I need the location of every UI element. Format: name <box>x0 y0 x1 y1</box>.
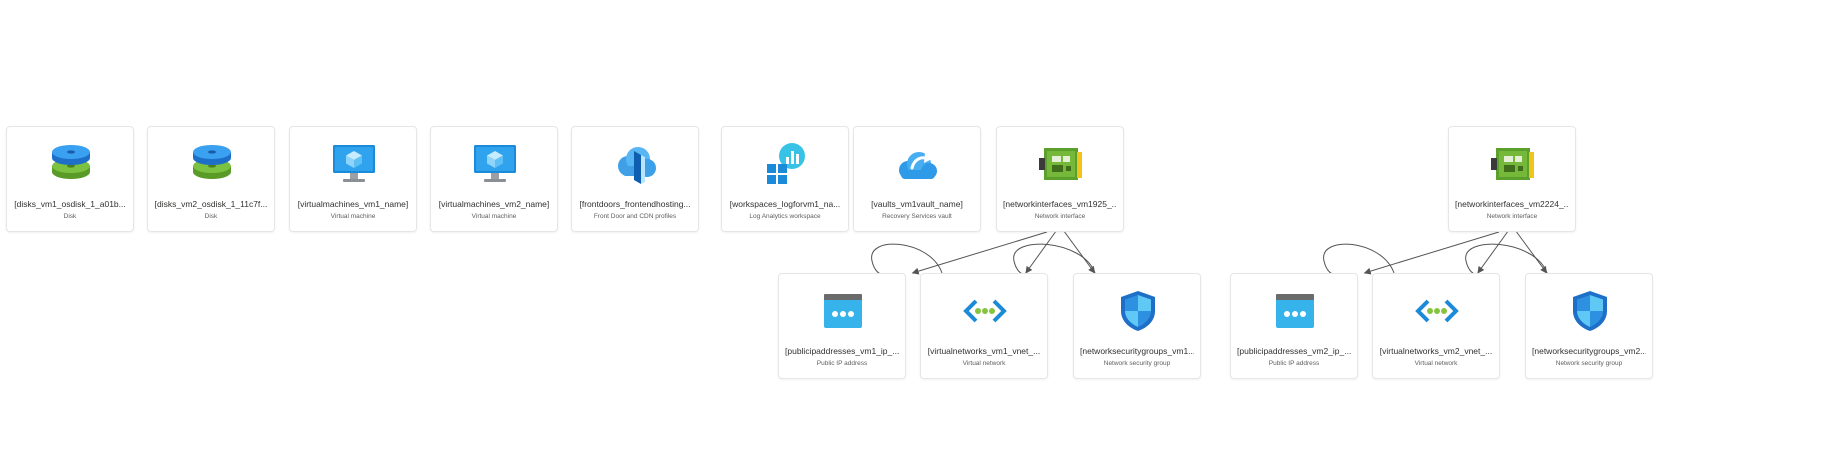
disk-icon <box>190 142 234 186</box>
dependency-arrow <box>1323 243 1395 280</box>
resource-name: [virtualmachines_vm1_name] <box>297 199 409 209</box>
public-ip-icon <box>1273 289 1317 333</box>
resource-type: Public IP address <box>816 360 868 367</box>
resource-type: Disk <box>63 213 77 220</box>
resource-node-virtual-network-vm1[interactable]: [virtualnetworks_vm1_vnet_... Virtual ne… <box>920 273 1048 379</box>
disk-icon <box>49 142 93 186</box>
resource-node-virtual-machine-vm2[interactable]: [virtualmachines_vm2_name] Virtual machi… <box>430 126 558 232</box>
dependency-arrow <box>1025 231 1056 274</box>
resource-node-network-interface-vm2[interactable]: [networkinterfaces_vm2224_... Network in… <box>1448 126 1576 232</box>
network-interface-icon <box>1491 142 1535 186</box>
resource-type: Public IP address <box>1268 360 1320 367</box>
resource-node-disk-vm1[interactable]: [disks_vm1_osdisk_1_a01b... Disk <box>6 126 134 232</box>
resource-node-recovery-vault[interactable]: [vaults_vm1vault_name] Recovery Services… <box>853 126 981 232</box>
resource-node-network-security-group-vm2[interactable]: [networksecuritygroups_vm2... Network se… <box>1525 273 1653 379</box>
network-security-group-icon <box>1568 289 1612 333</box>
public-ip-icon <box>821 289 865 333</box>
resource-type: Virtual machine <box>330 213 376 220</box>
resource-type: Log Analytics workspace <box>749 213 821 220</box>
virtual-machine-icon <box>473 142 517 186</box>
resource-type: Disk <box>204 213 218 220</box>
front-door-icon <box>614 142 658 186</box>
resource-node-disk-vm2[interactable]: [disks_vm2_osdisk_1_11c7f... Disk <box>147 126 275 232</box>
resource-name: [networkinterfaces_vm1925_... <box>1003 199 1117 209</box>
resource-type: Network security group <box>1555 360 1623 367</box>
resource-type: Network interface <box>1034 213 1086 220</box>
resource-name: [workspaces_logforvm1_na... <box>729 199 841 209</box>
resource-name: [virtualnetworks_vm1_vnet_... <box>927 346 1041 356</box>
resource-type: Recovery Services vault <box>882 213 952 220</box>
resource-node-log-analytics-workspace[interactable]: [workspaces_logforvm1_na... Log Analytic… <box>721 126 849 232</box>
dependency-arrow <box>1013 243 1096 280</box>
resource-type: Virtual network <box>962 360 1006 367</box>
dependency-arrow <box>1465 243 1548 280</box>
resource-name: [vaults_vm1vault_name] <box>871 199 963 209</box>
dependency-arrow <box>1363 231 1500 275</box>
resource-type: Network security group <box>1103 360 1171 367</box>
dependency-arrow <box>911 231 1048 275</box>
resource-node-public-ip-vm2[interactable]: [publicipaddresses_vm2_ip_... Public IP … <box>1230 273 1358 379</box>
resource-type: Front Door and CDN profiles <box>593 213 677 220</box>
resource-name: [publicipaddresses_vm1_ip_... <box>785 346 899 356</box>
resource-name: [publicipaddresses_vm2_ip_... <box>1237 346 1351 356</box>
dependency-arrow <box>1516 231 1548 274</box>
virtual-network-icon <box>1415 289 1459 333</box>
resource-name: [virtualnetworks_vm2_vnet_... <box>1379 346 1493 356</box>
log-analytics-icon <box>764 142 808 186</box>
virtual-network-icon <box>963 289 1007 333</box>
dependency-arrow <box>1064 231 1096 274</box>
resource-name: [virtualmachines_vm2_name] <box>438 199 550 209</box>
resource-name: [networkinterfaces_vm2224_... <box>1455 199 1569 209</box>
resource-type: Virtual machine <box>471 213 517 220</box>
resource-node-virtual-machine-vm1[interactable]: [virtualmachines_vm1_name] Virtual machi… <box>289 126 417 232</box>
resource-name: [frontdoors_frontendhosting... <box>579 199 691 209</box>
network-security-group-icon <box>1116 289 1160 333</box>
virtual-machine-icon <box>332 142 376 186</box>
dependency-arrow <box>1477 231 1508 274</box>
resource-node-front-door[interactable]: [frontdoors_frontendhosting... Front Doo… <box>571 126 699 232</box>
recovery-vault-icon <box>896 142 940 186</box>
resource-type: Virtual network <box>1414 360 1458 367</box>
resource-node-virtual-network-vm2[interactable]: [virtualnetworks_vm2_vnet_... Virtual ne… <box>1372 273 1500 379</box>
resource-name: [networksecuritygroups_vm1... <box>1080 346 1194 356</box>
resource-name: [disks_vm1_osdisk_1_a01b... <box>14 199 126 209</box>
resource-node-network-security-group-vm1[interactable]: [networksecuritygroups_vm1... Network se… <box>1073 273 1201 379</box>
resource-node-network-interface-vm1[interactable]: [networkinterfaces_vm1925_... Network in… <box>996 126 1124 232</box>
resource-name: [networksecuritygroups_vm2... <box>1532 346 1646 356</box>
dependency-arrow <box>871 243 943 280</box>
resource-name: [disks_vm2_osdisk_1_11c7f... <box>154 199 268 209</box>
network-interface-icon <box>1039 142 1083 186</box>
resource-node-public-ip-vm1[interactable]: [publicipaddresses_vm1_ip_... Public IP … <box>778 273 906 379</box>
resource-type: Network interface <box>1486 213 1538 220</box>
